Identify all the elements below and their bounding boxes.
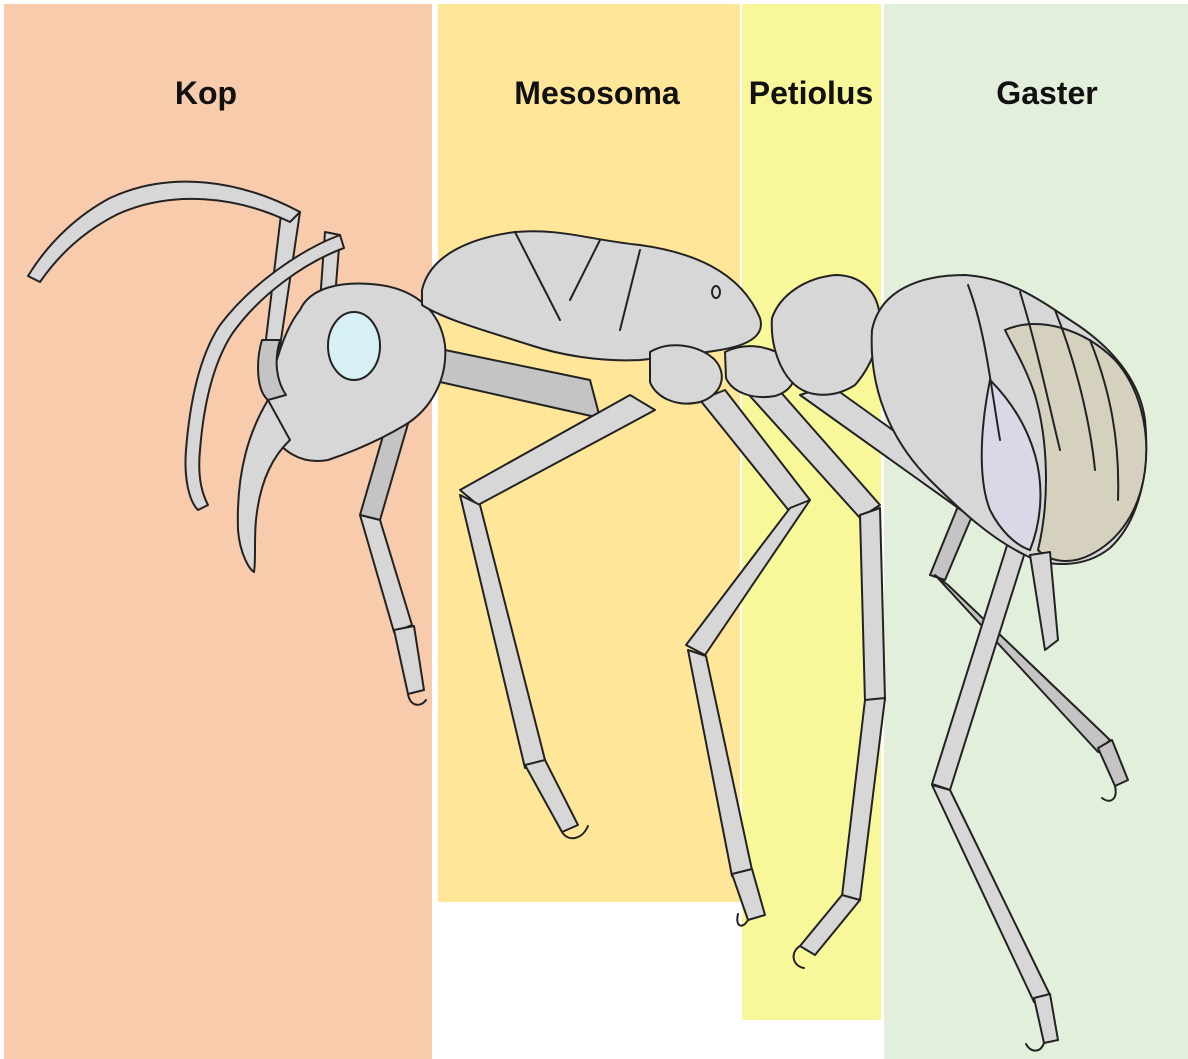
compound-eye (328, 312, 380, 380)
region-label-head: Kop (175, 75, 237, 111)
region-label-mesosoma: Mesosoma (514, 75, 680, 111)
region-label-gaster: Gaster (996, 75, 1097, 111)
region-label-petiolus: Petiolus (749, 75, 873, 111)
region-band-mesosoma (438, 4, 740, 902)
